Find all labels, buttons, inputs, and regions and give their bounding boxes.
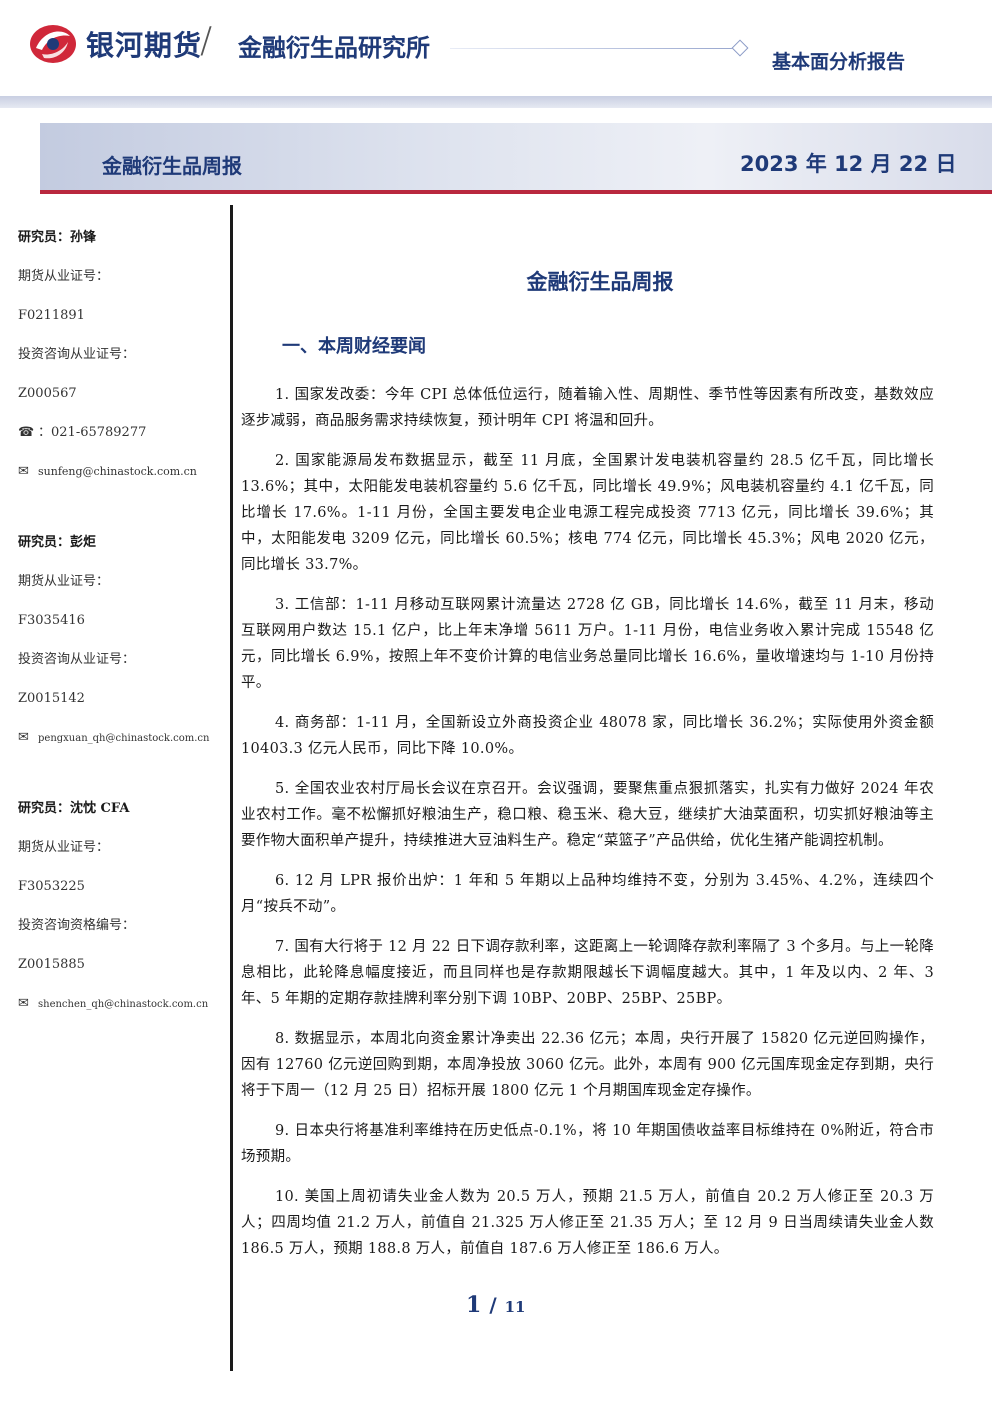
analyst-sidebar: 研究员：孙锋 期货从业证号： F0211891 投资咨询从业证号： Z00056… xyxy=(18,228,228,1065)
news-paragraph: 9. 日本央行将基准利率维持在历史低点-0.1%，将 10 年期国债收益率目标维… xyxy=(241,1123,934,1165)
license-label: 期货从业证号： xyxy=(18,269,110,284)
advisor-label: 投资咨询从业证号： xyxy=(18,652,136,667)
page-number: 1 / 11 xyxy=(466,1292,526,1318)
license-number: F3053225 xyxy=(18,879,85,894)
email-icon: ✉ xyxy=(18,730,29,745)
email-line: ✉ pengxuan_qh@chinastock.com.cn xyxy=(18,728,228,767)
advisor-number: Z0015885 xyxy=(18,957,85,972)
page-separator: / xyxy=(489,1293,497,1317)
document-title: 金融衍生品周报 xyxy=(526,270,674,294)
news-paragraph: 6. 12 月 LPR 报价出炉：1 年和 5 年期以上品种均维持不变，分别为 … xyxy=(241,873,934,915)
news-paragraph: 1. 国家发改委：今年 CPI 总体低位运行，随着输入性、周期性、季节性等因素有… xyxy=(241,387,934,429)
email-address[interactable]: pengxuan_qh@chinastock.com.cn xyxy=(38,733,210,744)
section-title: 一、本周财经要闻 xyxy=(282,336,426,357)
analyst-card: 研究员：孙锋 期货从业证号： F0211891 投资咨询从业证号： Z00056… xyxy=(18,228,228,501)
diamond-icon xyxy=(731,39,749,57)
analyst-card: 研究员：彭炬 期货从业证号： F3035416 投资咨询从业证号： Z00151… xyxy=(18,533,228,767)
analyst-name: 研究员：彭炬 xyxy=(18,535,97,550)
phone-icon: ☎ xyxy=(18,425,35,440)
analyst-name: 研究员：沈忱 CFA xyxy=(18,801,130,816)
news-paragraph: 8. 数据显示，本周北向资金累计净卖出 22.36 亿元；本周，央行开展了 15… xyxy=(241,1031,934,1099)
license-number: F0211891 xyxy=(18,308,85,323)
header-separator: / xyxy=(200,20,213,61)
license-number: F3035416 xyxy=(18,613,85,628)
phone-number: ：021-65789277 xyxy=(38,425,147,440)
analyst-name: 研究员：孙锋 xyxy=(18,230,97,245)
advisor-label: 投资咨询资格编号： xyxy=(18,918,136,933)
email-line: ✉ shenchen_qh@chinastock.com.cn xyxy=(18,994,228,1033)
institute-name: 金融衍生品研究所 xyxy=(238,34,430,62)
header-rule xyxy=(450,48,732,49)
page-total: 11 xyxy=(504,1298,526,1316)
sidebar-divider xyxy=(230,205,233,1371)
advisor-number: Z000567 xyxy=(18,386,77,401)
news-paragraph: 10. 美国上周初请失业金人数为 20.5 万人，预期 21.5 万人，前值自 … xyxy=(241,1189,934,1257)
report-date: 2023 年 12 月 22 日 xyxy=(740,152,957,176)
news-paragraph: 7. 国有大行将于 12 月 22 日下调存款利率，这距离上一轮调降存款利率隔了… xyxy=(241,939,934,1007)
news-paragraph: 5. 全国农业农村厅局长会议在京召开。会议强调，要聚焦重点狠抓落实，扎实有力做好… xyxy=(241,781,934,849)
brand-name: 银河期货 xyxy=(86,29,203,62)
page-current: 1 xyxy=(466,1292,482,1318)
report-type: 基本面分析报告 xyxy=(772,51,906,73)
license-label: 期货从业证号： xyxy=(18,574,110,589)
title-band-accent xyxy=(40,190,992,194)
header-band xyxy=(0,96,992,108)
email-address[interactable]: shenchen_qh@chinastock.com.cn xyxy=(38,999,209,1010)
email-address[interactable]: sunfeng@chinastock.com.cn xyxy=(38,465,197,478)
report-series-name: 金融衍生品周报 xyxy=(102,154,242,178)
news-paragraph: 4. 商务部：1-11 月，全国新设立外商投资企业 48078 家，同比增长 3… xyxy=(241,715,934,757)
license-label: 期货从业证号： xyxy=(18,840,110,855)
title-band xyxy=(40,123,992,191)
news-paragraph: 2. 国家能源局发布数据显示，截至 11 月底，全国累计发电装机容量约 28.5… xyxy=(241,453,934,573)
advisor-label: 投资咨询从业证号： xyxy=(18,347,136,362)
galaxy-futures-logo-icon xyxy=(30,25,76,63)
email-icon: ✉ xyxy=(18,996,29,1011)
email-icon: ✉ xyxy=(18,464,29,479)
advisor-number: Z0015142 xyxy=(18,691,85,706)
email-line: ✉ sunfeng@chinastock.com.cn xyxy=(18,462,228,501)
phone-line: ☎：021-65789277 xyxy=(18,423,228,462)
news-list: 1. 国家发改委：今年 CPI 总体低位运行，随着输入性、周期性、季节性等因素有… xyxy=(241,382,934,1276)
news-paragraph: 3. 工信部：1-11 月移动互联网累计流量达 2728 亿 GB，同比增长 1… xyxy=(241,597,934,691)
analyst-card: 研究员：沈忱 CFA 期货从业证号： F3053225 投资咨询资格编号： Z0… xyxy=(18,799,228,1033)
